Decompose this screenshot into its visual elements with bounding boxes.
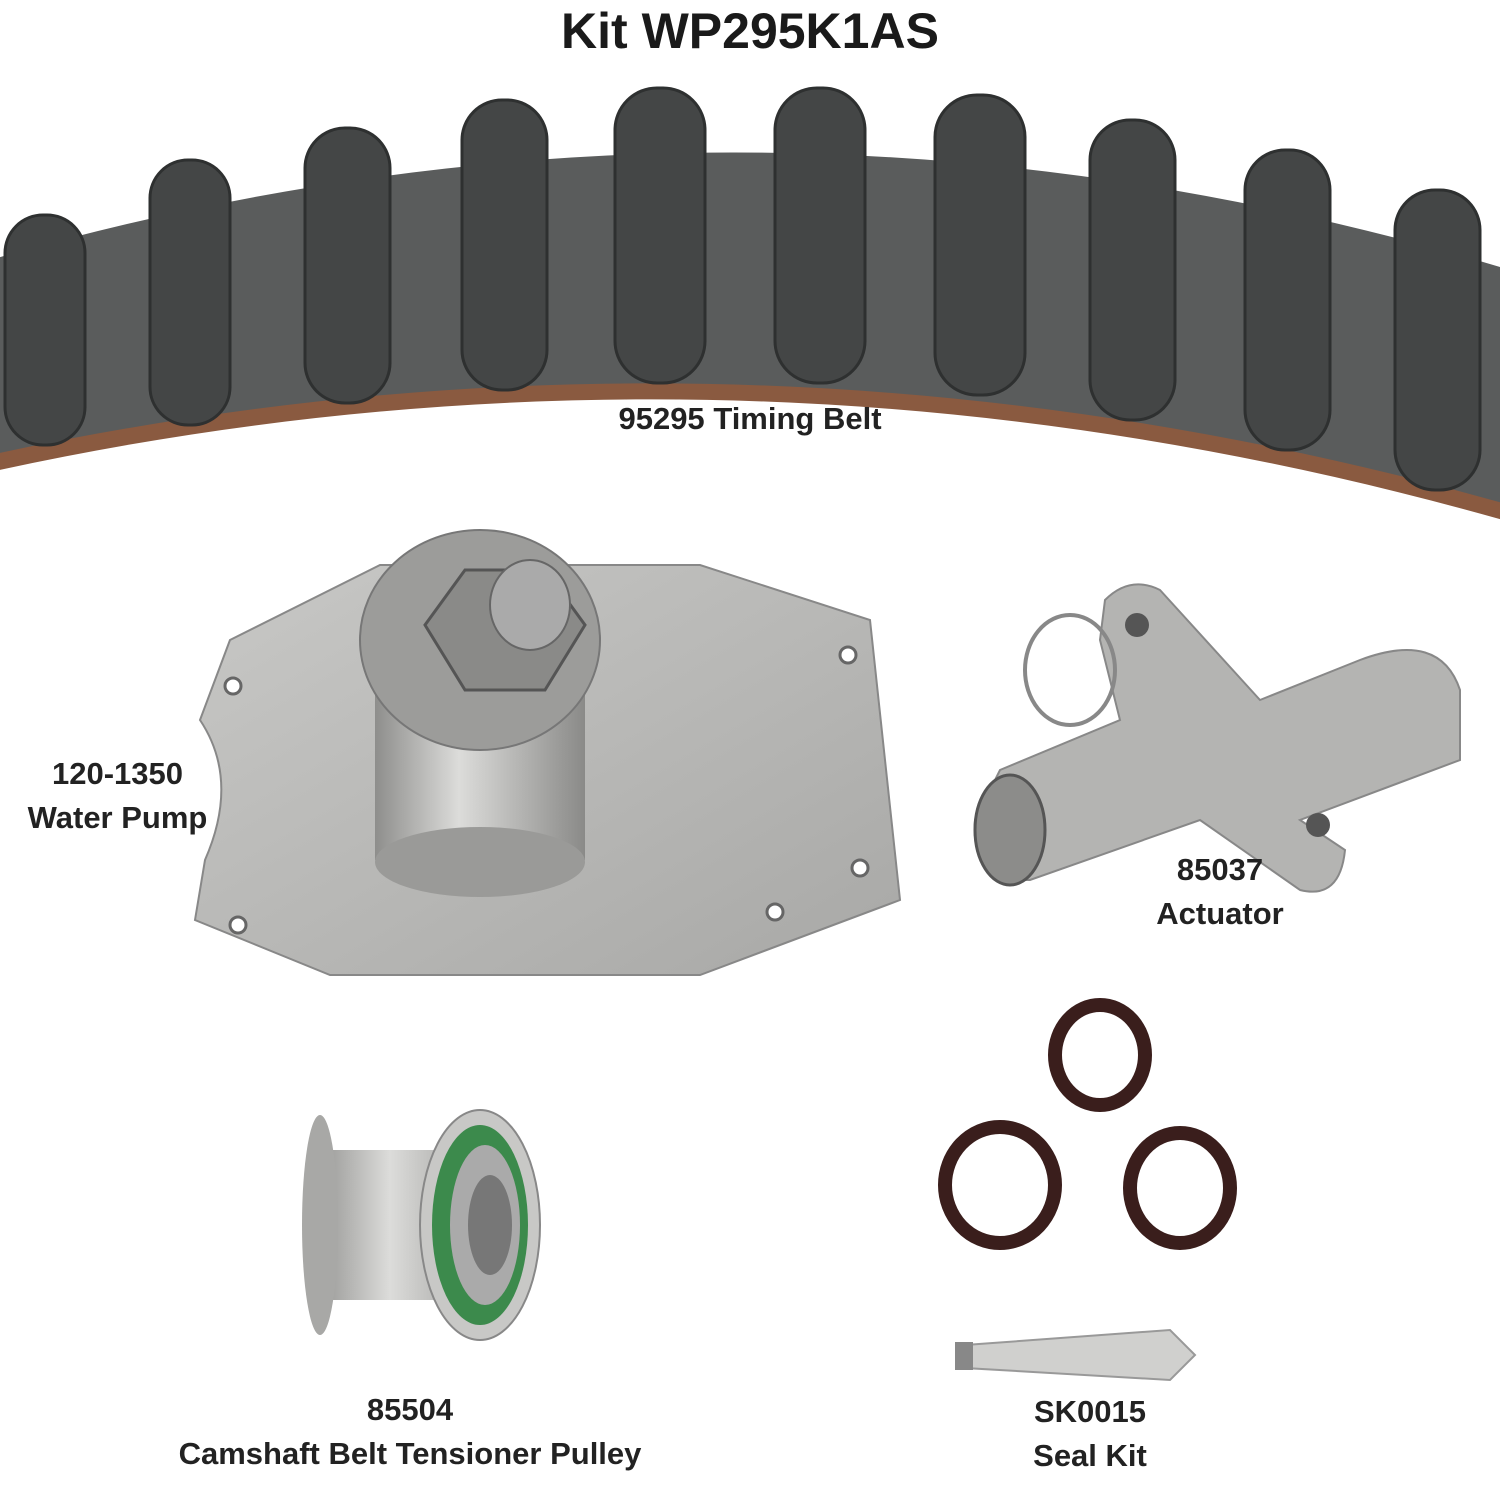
tensioner-pulley-image (302, 1109, 541, 1341)
seal-kit-name: Seal Kit (1033, 1438, 1147, 1473)
timing-belt-number: 95295 (618, 401, 705, 436)
pulley-label: 85504 Camshaft Belt Tensioner Pulley (120, 1388, 700, 1476)
water-pump-label: 120-1350 Water Pump (0, 752, 235, 840)
water-pump-number: 120-1350 (51, 756, 183, 791)
timing-belt-image (0, 86, 1500, 520)
pulley-number: 85504 (366, 1392, 454, 1427)
pulley-name: Camshaft Belt Tensioner Pulley (178, 1436, 642, 1471)
actuator-label: 85037 Actuator (1110, 848, 1330, 936)
kit-title: Kit WP295K1AS (561, 3, 939, 59)
seal-kit-number: SK0015 (1033, 1394, 1147, 1429)
seal-kit-label: SK0015 Seal Kit (990, 1390, 1190, 1478)
water-pump-image (193, 529, 902, 976)
sealant-tube-image (955, 1328, 1197, 1382)
timing-belt-name: Timing Belt (713, 401, 882, 436)
actuator-name: Actuator (1156, 896, 1284, 931)
actuator-image (973, 583, 1461, 893)
water-pump-name: Water Pump (27, 800, 208, 835)
timing-belt-label: 95295 Timing Belt (560, 397, 940, 441)
actuator-number: 85037 (1176, 852, 1264, 887)
seal-kit-image (938, 998, 1237, 1250)
